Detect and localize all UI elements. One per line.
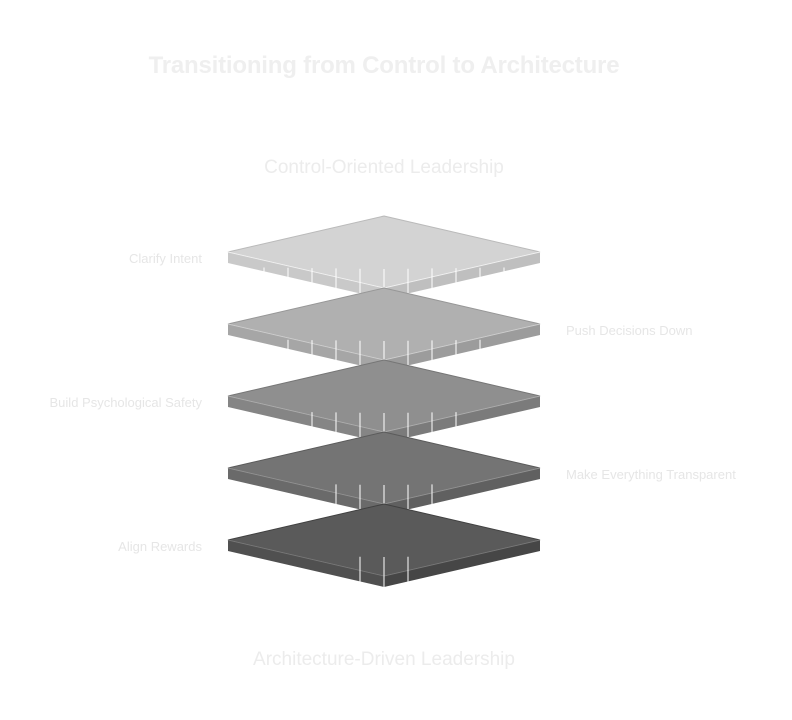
layer-left-face bbox=[228, 396, 384, 443]
layer-left-face bbox=[228, 540, 384, 587]
bottom-label: Architecture-Driven Leadership bbox=[253, 649, 515, 670]
layer-right-face bbox=[384, 468, 540, 515]
top-label: Control-Oriented Leadership bbox=[264, 157, 504, 178]
layer-label-clarify-intent: Clarify Intent bbox=[129, 251, 202, 266]
layer-left-face bbox=[228, 324, 384, 371]
layer-right-face bbox=[384, 324, 540, 371]
layer-right-face bbox=[384, 252, 540, 299]
layer-left-face bbox=[228, 468, 384, 515]
layer-left-face bbox=[228, 252, 384, 299]
layer-label-make-everything-transparent: Make Everything Transparent bbox=[566, 467, 736, 482]
layer-label-push-decisions-down: Push Decisions Down bbox=[566, 323, 693, 338]
layer-right-face bbox=[384, 540, 540, 587]
layer-label-align-rewards: Align Rewards bbox=[118, 539, 202, 554]
layer-right-face bbox=[384, 396, 540, 443]
layer-label-build-psychological-safety: Build Psychological Safety bbox=[49, 395, 202, 410]
diagram-title: Transitioning from Control to Architectu… bbox=[148, 52, 620, 79]
layer-stack bbox=[227, 194, 541, 632]
